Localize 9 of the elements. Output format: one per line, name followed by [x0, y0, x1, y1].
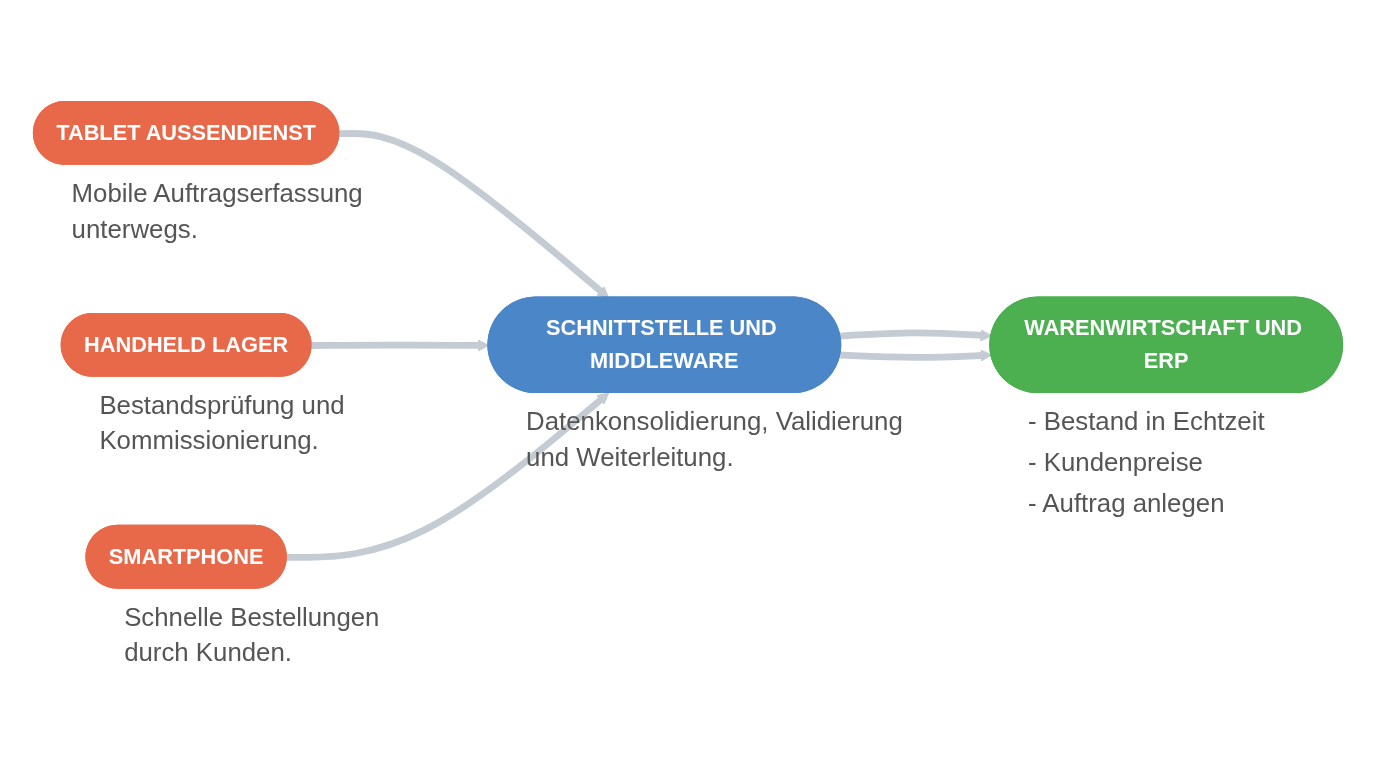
node-caption: Mobile Auftragserfassung unterwegs. [71, 179, 363, 243]
node-caption: - Auftrag anlegen [1028, 488, 1225, 517]
node-caption: - Bestand in Echtzeit [1028, 407, 1265, 436]
arrow [339, 130, 610, 299]
arrow [286, 392, 610, 561]
node-caption: Datenkonsolidierung, Validierung und Weiterleitung. [526, 407, 903, 471]
node-caption: - Kundenpreise [1028, 448, 1203, 477]
node-caption: Schnelle Bestellungen durch Kunden. [124, 603, 380, 667]
node-caption: Bestandsprüfung und Kommissionierung. [99, 391, 345, 455]
